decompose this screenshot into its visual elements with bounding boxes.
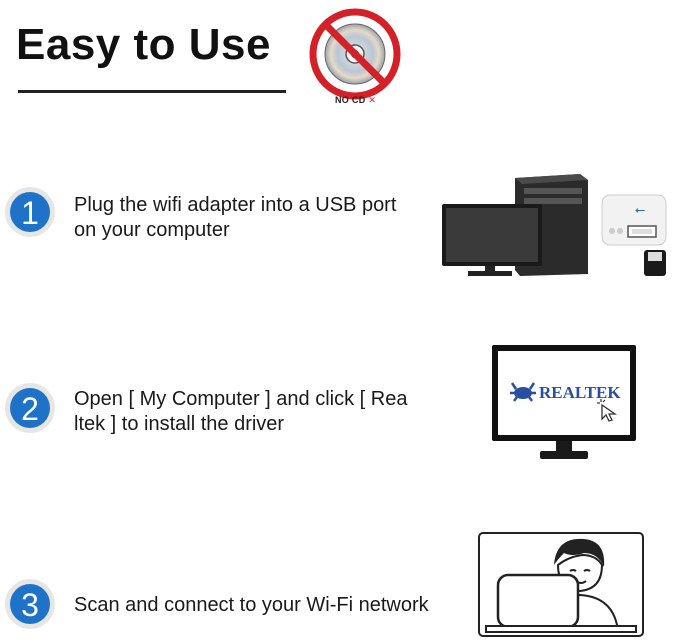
step-2-badge: 2: [5, 383, 55, 433]
no-cd-mark: ✕: [368, 95, 377, 105]
step-1-text: Plug the wifi adapter into a USB port on…: [74, 193, 396, 243]
no-cd-icon: [309, 8, 401, 100]
monitor-realtek-icon: REALTEK: [492, 345, 636, 459]
step-1-badge: 1: [5, 187, 55, 237]
step-3-badge: 3: [5, 579, 55, 629]
no-cd-label: NO CD ✕: [335, 95, 376, 106]
step-2-line-2: ltek ] to install the driver: [74, 413, 285, 435]
realtek-logo-text: REALTEK: [539, 383, 621, 402]
desktop-pc-icon: ⭠: [442, 174, 667, 276]
step-2-number: 2: [21, 391, 39, 427]
person-laptop-icon: [478, 532, 644, 637]
step-2-line-1: Open [ My Computer ] and click [ Rea: [74, 388, 408, 410]
step-3-number: 3: [21, 587, 39, 623]
svg-text:⭠: ⭠: [635, 203, 645, 218]
step-3-text: Scan and connect to your Wi-Fi network: [74, 593, 429, 618]
realtek-crab-logo: [510, 382, 536, 402]
step-2-text: Open [ My Computer ] and click [ Rea lte…: [74, 387, 407, 437]
title-underline: [18, 90, 286, 93]
no-cd-text: NO CD: [335, 95, 366, 105]
step-3-line-1: Scan and connect to your Wi-Fi network: [74, 594, 429, 616]
cursor-icon: [597, 399, 618, 422]
page-title: Easy to Use: [16, 20, 271, 69]
step-1-line-1: Plug the wifi adapter into a USB port: [74, 194, 397, 216]
step-1-line-2: on your computer: [74, 219, 230, 241]
step-1-number: 1: [21, 195, 39, 231]
